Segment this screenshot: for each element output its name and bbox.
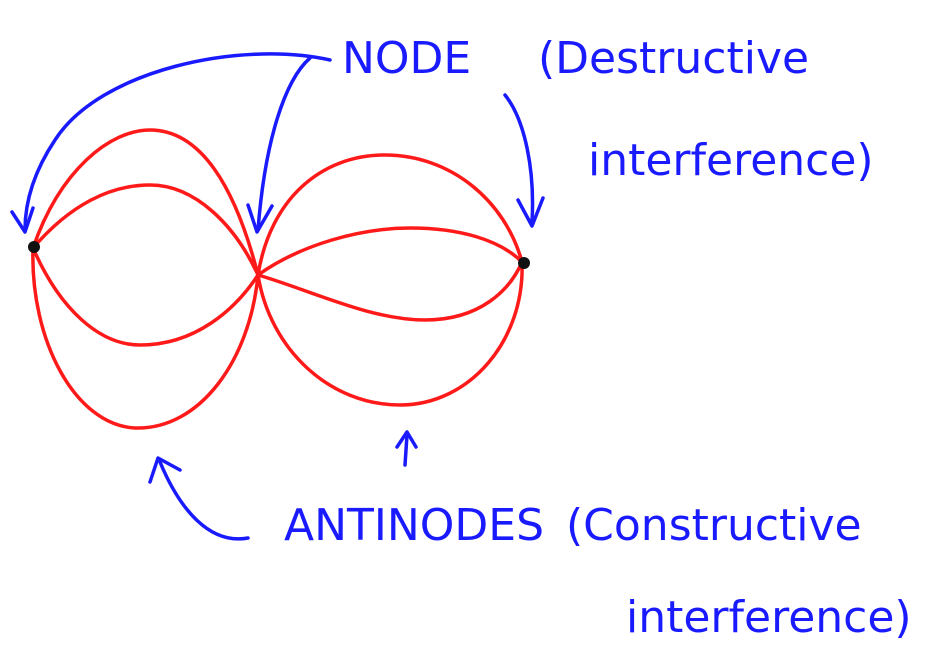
node-arrow-left-head xyxy=(10,206,35,234)
node-arrow-right xyxy=(503,93,535,224)
standing-wave xyxy=(31,128,524,430)
left-endpoint-dot xyxy=(28,241,40,253)
antinode-arrow-up-head xyxy=(395,430,418,449)
node-arrow-middle xyxy=(256,56,312,232)
right-endpoint-dot xyxy=(518,257,530,269)
node-arrow-right-head xyxy=(516,196,545,228)
antinode-arrow-up xyxy=(403,433,409,467)
wave-right-outer-top xyxy=(256,153,524,277)
antinode-note-line2: interference) xyxy=(626,592,912,643)
antinode-arrow-left-head xyxy=(148,456,182,484)
antinode-title: ANTINODES xyxy=(284,500,544,551)
node-arrow-middle-head xyxy=(246,203,274,234)
wave-right-inner-top xyxy=(256,226,524,277)
node-title: NODE xyxy=(342,33,471,84)
node-arrows xyxy=(10,52,545,234)
wave-right-outer-bottom xyxy=(256,260,524,407)
wave-right-inner-bottom xyxy=(256,260,524,322)
antinode-note-line1: (Constructive xyxy=(566,500,862,551)
node-note-line1: (Destructive xyxy=(538,33,809,84)
antinode-arrow-left xyxy=(158,460,250,541)
node-note-line2: interference) xyxy=(588,135,874,186)
antinode-arrows xyxy=(148,430,418,541)
wave-left-outer-bottom xyxy=(31,246,260,430)
wave-left-inner-bottom xyxy=(31,246,260,347)
node-arrow-left xyxy=(23,52,332,232)
wave-left-inner-top xyxy=(31,183,260,277)
wave-left-outer-top xyxy=(31,128,260,277)
